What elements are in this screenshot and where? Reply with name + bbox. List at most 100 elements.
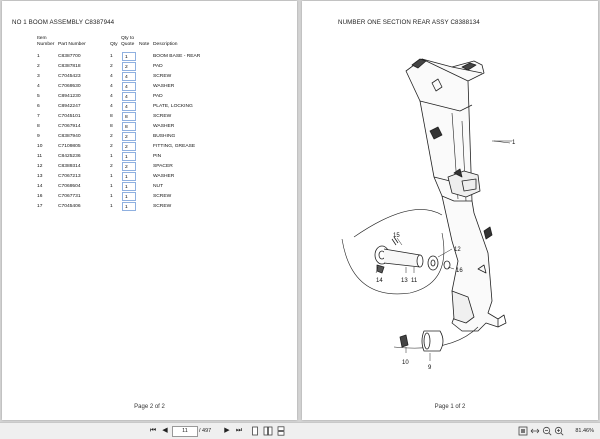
header-note: Note: [139, 42, 150, 47]
qty-to-quote-input[interactable]: 4: [122, 82, 136, 91]
next-page-icon[interactable]: ▶: [224, 427, 230, 434]
description: WASHER: [153, 174, 175, 179]
zoom-level[interactable]: 81.46%: [575, 428, 594, 434]
qty-to-quote-input[interactable]: 2: [122, 62, 136, 71]
part-number: C8942247: [58, 104, 81, 109]
part-number: C7067914: [58, 124, 81, 129]
first-page-icon[interactable]: ⏮: [149, 427, 157, 434]
item-number: 12: [37, 164, 43, 169]
part-number: C7069504: [58, 184, 81, 189]
callout-14: 14: [376, 278, 383, 284]
viewer-toolbar: ⏮ ◀ 11 / 497 ▶ ⏭ 81.46%: [0, 422, 600, 439]
qty-to-quote-input[interactable]: 4: [122, 92, 136, 101]
header-item: Item Number: [37, 36, 54, 48]
description: PLATE, LOCKING: [153, 104, 193, 109]
qty-to-quote-input[interactable]: 2: [122, 132, 136, 141]
page-number-input[interactable]: 11: [172, 426, 198, 437]
qty-to-quote-input[interactable]: 8: [122, 112, 136, 121]
qty: 1: [110, 194, 113, 199]
callout-11: 11: [411, 278, 418, 284]
scroll-icon[interactable]: [276, 426, 286, 436]
item-number: 6: [37, 104, 40, 109]
qty: 8: [110, 124, 113, 129]
zoom-in-icon[interactable]: [554, 426, 564, 436]
description: BUSHING: [153, 134, 176, 139]
header-qty-to-line2: Quote: [121, 42, 135, 47]
qty-to-quote-input[interactable]: 2: [122, 162, 136, 171]
header-qty: Qty: [110, 42, 118, 47]
description: BOOM BASE - REAR: [153, 54, 201, 59]
qty: 1: [110, 54, 113, 59]
part-number: C8387940: [58, 134, 81, 139]
description: SCREW: [153, 74, 172, 79]
header-qty-to-line1: Qty to: [121, 36, 135, 41]
diagram-page: NUMBER ONE SECTION REAR ASSY C8388134: [302, 1, 598, 420]
header-item-line1: Item: [37, 36, 47, 41]
document-viewer[interactable]: NO 1 BOOM ASSEMBLY C8387944 Item Number …: [0, 0, 600, 422]
last-page-icon[interactable]: ⏭: [235, 427, 243, 434]
callout-1: 1: [512, 140, 516, 146]
description: PAD: [153, 64, 163, 69]
two-page-icon[interactable]: [263, 426, 273, 436]
header-item-line2: Number: [37, 42, 55, 47]
qty: 1: [110, 154, 113, 159]
qty-to-quote-input[interactable]: 1: [122, 202, 136, 211]
qty-to-quote-input[interactable]: 1: [122, 52, 136, 61]
qty-to-quote-input[interactable]: 4: [122, 72, 136, 81]
qty: 2: [110, 164, 113, 169]
part-number: C7109805: [58, 144, 81, 149]
fit-width-icon[interactable]: [530, 426, 540, 436]
prev-page-icon[interactable]: ◀: [162, 427, 168, 434]
table-row: 7 C7045101 8 8 SCREW: [2, 112, 297, 122]
qty: 1: [110, 174, 113, 179]
item-number: 9: [37, 134, 40, 139]
qty-to-quote-input[interactable]: 1: [122, 172, 136, 181]
item-number: 4: [37, 84, 40, 89]
qty-to-quote-input[interactable]: 2: [122, 142, 136, 151]
page-footer: Page 2 of 2: [134, 404, 165, 410]
description: NUT: [153, 184, 164, 189]
qty-to-quote-input[interactable]: 1: [122, 192, 136, 201]
qty-to-quote-input[interactable]: 4: [122, 102, 136, 111]
qty: 4: [110, 94, 113, 99]
boom-assembly-drawing: 1 15 12 16 14 13 11 10 9: [341, 58, 516, 371]
zoom-out-icon[interactable]: [542, 426, 552, 436]
item-number: 13: [37, 174, 43, 179]
part-number: C7045406: [58, 204, 81, 209]
qty: 8: [110, 114, 113, 119]
item-number: 17: [37, 204, 43, 209]
qty: 4: [110, 74, 113, 79]
table-row: 13 C7067213 1 1 WASHER: [2, 172, 297, 182]
description: PAD: [153, 94, 163, 99]
qty: 2: [110, 144, 113, 149]
parts-list-page: NO 1 BOOM ASSEMBLY C8387944 Item Number …: [2, 1, 297, 420]
description: WASHER: [153, 124, 175, 129]
description: SCREW: [153, 204, 172, 209]
item-number: 11: [37, 154, 43, 159]
qty-to-quote-input[interactable]: 1: [122, 182, 136, 191]
callout-10: 10: [402, 360, 409, 366]
part-number: C8387818: [58, 64, 81, 69]
qty-to-quote-input[interactable]: 1: [122, 152, 136, 161]
part-number: C7067213: [58, 174, 81, 179]
single-page-icon[interactable]: [250, 426, 260, 436]
fit-page-icon[interactable]: [518, 426, 528, 436]
part-number: C8425236: [58, 154, 81, 159]
page-footer: Page 1 of 2: [434, 404, 466, 410]
part-number: C7069530: [58, 84, 81, 89]
item-number: 7: [37, 114, 40, 119]
header-part-number: Part Number: [58, 42, 86, 47]
qty: 2: [110, 64, 113, 69]
description: WASHER: [153, 84, 175, 89]
part-number: C7045101: [58, 114, 81, 119]
header-description: Description: [153, 42, 178, 47]
qty-to-quote-input[interactable]: 8: [122, 122, 136, 131]
description: SCREW: [153, 114, 172, 119]
